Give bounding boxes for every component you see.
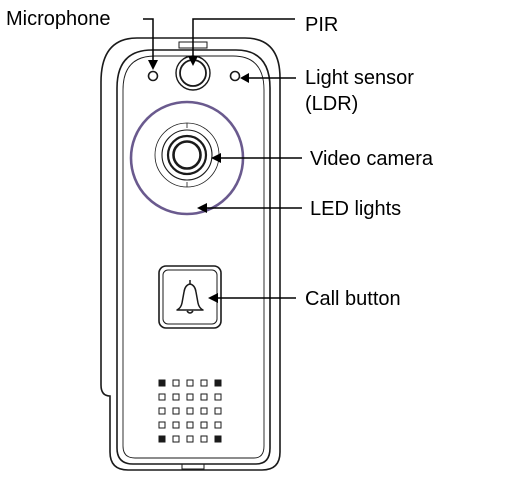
bottom-port: [181, 463, 205, 470]
speaker-hole: [200, 379, 208, 387]
microphone-leader: [143, 18, 154, 66]
camera-lens-inner: [172, 140, 202, 170]
led-lights-label: LED lights: [310, 198, 401, 220]
call-button-arrowhead: [208, 293, 218, 303]
video-camera-label: Video camera: [310, 148, 434, 170]
callout-leaders: [143, 18, 302, 299]
speaker-hole: [200, 407, 208, 415]
speaker-hole: [172, 393, 180, 401]
speaker-hole: [158, 379, 166, 387]
speaker-hole: [186, 421, 194, 429]
pir-label: PIR: [305, 14, 338, 36]
speaker-hole: [172, 421, 180, 429]
speaker-hole: [172, 435, 180, 443]
call-button-label: Call button: [305, 288, 401, 310]
camera-lens-outer: [166, 134, 208, 176]
doorbell-front-face: [116, 49, 271, 465]
light-sensor-ldr-label: (LDR): [305, 93, 358, 115]
doorbell-face-rim: [122, 55, 265, 459]
speaker-hole: [200, 421, 208, 429]
light-sensor-arrowhead: [240, 73, 249, 83]
led-lights-arrowhead: [197, 203, 207, 213]
doorbell-body: [100, 37, 281, 471]
speaker-hole: [200, 393, 208, 401]
speaker-hole: [172, 407, 180, 415]
speaker-hole: [214, 407, 222, 415]
light-sensor-label: Light sensor: [305, 67, 414, 89]
light-sensor-dot: [229, 70, 241, 82]
call-button-face: [162, 269, 218, 325]
speaker-hole: [200, 435, 208, 443]
speaker-hole: [186, 393, 194, 401]
speaker-hole: [186, 407, 194, 415]
microphone-arrowhead: [148, 60, 158, 70]
camera-housing: [154, 122, 220, 188]
callout-arrowheads: [148, 56, 249, 303]
video-camera: [154, 122, 220, 188]
camera-bezel: [161, 129, 213, 181]
speaker-hole: [158, 407, 166, 415]
bell-icon: [176, 280, 204, 314]
video-camera-arrowhead: [211, 153, 221, 163]
speaker-hole: [214, 393, 222, 401]
pir-leader: [192, 18, 295, 60]
speaker-hole: [214, 421, 222, 429]
call-button-frame: [158, 265, 222, 329]
speaker-hole: [158, 421, 166, 429]
speaker-hole: [186, 435, 194, 443]
pir-arrowhead: [188, 56, 198, 66]
speaker-hole: [214, 435, 222, 443]
speaker-hole: [172, 379, 180, 387]
microphone-label: Microphone: [6, 8, 111, 30]
speaker-hole: [158, 393, 166, 401]
speaker-hole: [186, 379, 194, 387]
speaker-hole: [158, 435, 166, 443]
microphone-hole: [147, 70, 159, 82]
doorbell-casing-outer: [100, 37, 281, 471]
speaker-grille: [158, 379, 222, 443]
speaker-hole: [214, 379, 222, 387]
